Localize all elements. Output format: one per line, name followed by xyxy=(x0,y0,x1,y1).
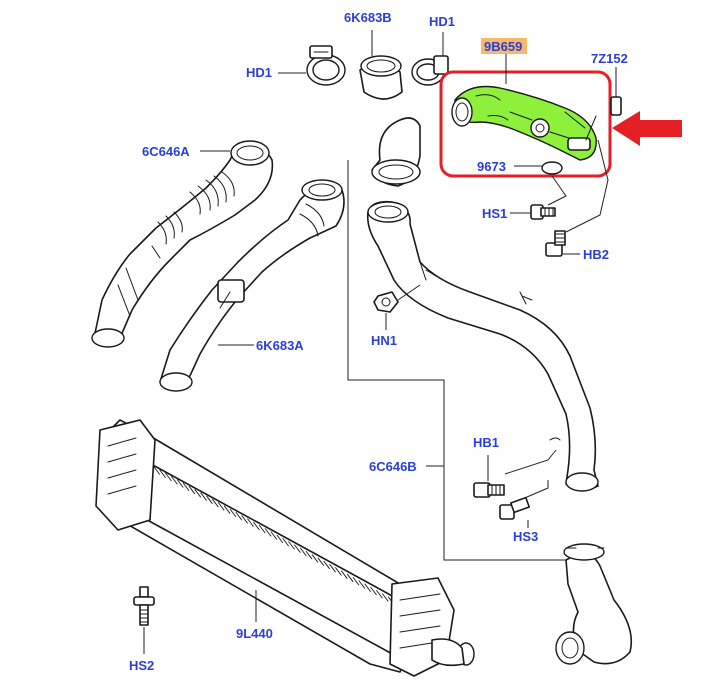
label-highlight-tag xyxy=(481,38,527,54)
label-hs3: HS3 xyxy=(513,529,538,544)
label-9l440: 9L440 xyxy=(236,626,273,641)
highlight-box xyxy=(439,70,612,178)
intercooler-9l440[interactable] xyxy=(95,419,475,677)
label-hn1: HN1 xyxy=(371,333,397,348)
sensor-7z152[interactable] xyxy=(610,79,622,116)
label-hb1: HB1 xyxy=(473,435,499,450)
hose-clamp-hd1-left[interactable] xyxy=(306,45,346,86)
intercooler-inlet-pipe-6c646a[interactable] xyxy=(91,140,274,348)
label-6c646a: 6C646A xyxy=(142,144,190,159)
elbow-hose-lower[interactable] xyxy=(555,543,633,665)
label-6k683a: 6K683A xyxy=(256,338,304,353)
bolt-hb1[interactable] xyxy=(473,482,505,498)
hose-clamp-hd1-right[interactable] xyxy=(411,55,449,86)
label-7z152: 7Z152 xyxy=(591,51,628,66)
label-hs1: HS1 xyxy=(482,206,507,221)
bolt-hs3[interactable] xyxy=(499,496,531,520)
nut-hn1[interactable] xyxy=(373,291,399,313)
bolt-hb2[interactable] xyxy=(545,230,566,257)
intercooler-pipe-6c646b[interactable] xyxy=(366,200,599,492)
connector-hose-6k683b[interactable] xyxy=(359,55,403,100)
label-hd1-right: HD1 xyxy=(429,14,455,29)
label-hs2: HS2 xyxy=(129,658,154,673)
label-6k683b: 6K683B xyxy=(344,10,392,25)
label-hb2: HB2 xyxy=(583,247,609,262)
stud-hs1[interactable] xyxy=(530,204,556,220)
label-6c646b: 6C646B xyxy=(369,459,417,474)
clamp-9673[interactable] xyxy=(541,161,563,175)
label-hd1-left: HD1 xyxy=(246,65,272,80)
elbow-hose-upper[interactable] xyxy=(371,117,421,187)
intercooler-outlet-pipe-9b659[interactable] xyxy=(451,85,597,161)
stud-hs2[interactable] xyxy=(133,586,155,626)
label-9b659: 9B659 xyxy=(484,39,522,54)
intercooler-pipe-6k683a[interactable] xyxy=(159,179,345,392)
arrow-left-indicator xyxy=(612,111,682,146)
label-9673: 9673 xyxy=(477,159,506,174)
